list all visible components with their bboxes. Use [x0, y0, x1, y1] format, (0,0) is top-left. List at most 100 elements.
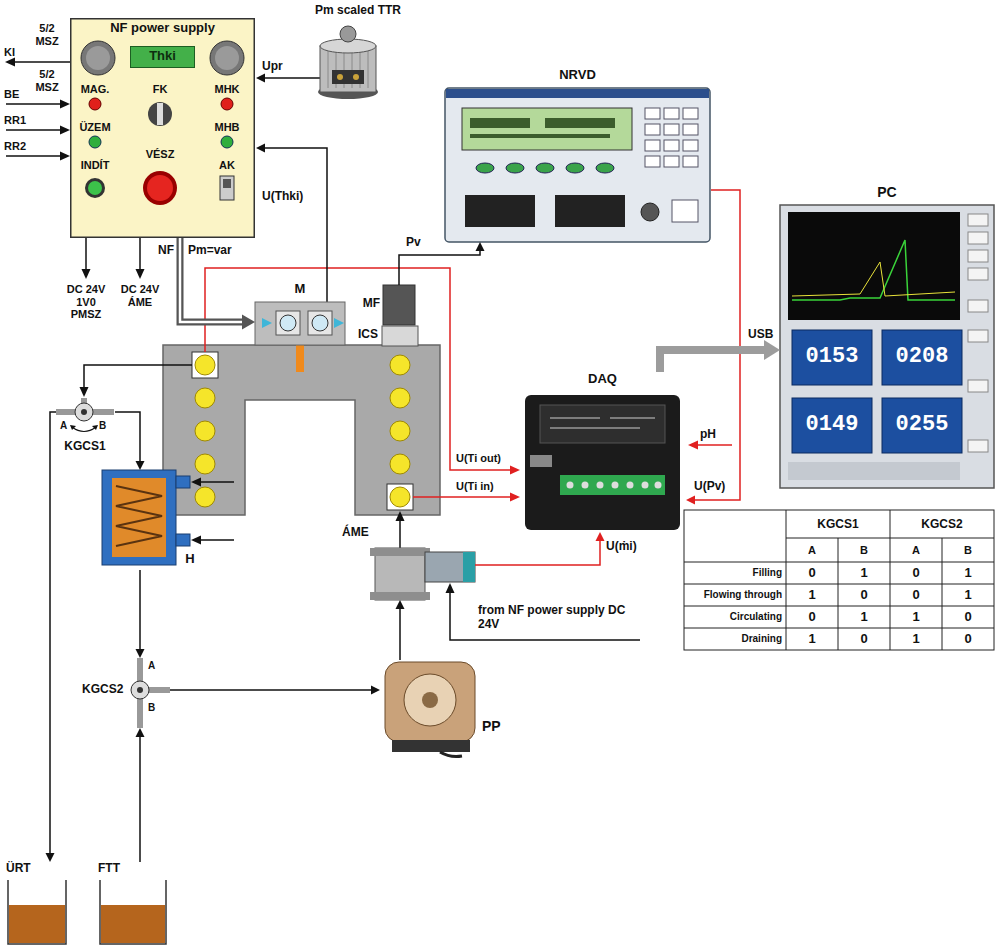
table-cell: 1 [786, 584, 838, 606]
display-value: 0149 [792, 412, 872, 437]
node-label: KGCS2 [82, 683, 128, 697]
tank: FTT [96, 862, 170, 946]
table-header: B [838, 538, 890, 562]
connector-line [263, 77, 308, 79]
connector-line [399, 249, 480, 285]
table-cell: 0 [942, 628, 994, 650]
edge-label: U(ṁi) [606, 540, 656, 554]
supply-label: DC 24V 1V0 PMSZ [61, 283, 111, 321]
flow-meter: MF [352, 285, 418, 325]
pump-picture [385, 662, 475, 757]
table-cell: 1 [942, 562, 994, 584]
arrow-head [371, 686, 380, 695]
display-value: 0255 [882, 412, 962, 437]
table-cell: 1 [786, 628, 838, 650]
signal-name: KI [4, 46, 26, 59]
table-cell: 1 [890, 628, 942, 650]
display-box: Thki [130, 46, 195, 68]
arrow-head [136, 461, 145, 470]
arrow-head [136, 728, 145, 737]
connector [396, 600, 405, 660]
node-label: ICS [348, 328, 378, 342]
table-grid [684, 510, 994, 650]
node-label: NF power supply [70, 21, 255, 36]
arrow-head [256, 74, 265, 83]
connector [256, 144, 327, 283]
panel-label: AK [202, 159, 252, 172]
node-label: DAQ [520, 372, 685, 387]
panel-label: FK [135, 83, 185, 96]
connector [115, 412, 145, 470]
signal-name: RR1 [4, 114, 34, 127]
connector-line [399, 607, 401, 660]
connector-line [475, 539, 600, 565]
edge-label: Pm=var [188, 244, 248, 258]
mass-flow-picture [370, 548, 475, 600]
valve-label: 5/2 MSZ [28, 22, 66, 47]
sensor-box: ICS [348, 326, 420, 346]
panel-label: MHK [202, 83, 252, 96]
arrow-head [686, 496, 695, 505]
table-header: KGCS1 [786, 510, 890, 538]
heat-exchanger: H [102, 470, 200, 570]
motor-valve-picture [255, 302, 345, 345]
valve-label: 5/2 MSZ [28, 68, 66, 93]
panel-label: MAG. [70, 83, 120, 96]
panel-label: ÜZEM [70, 121, 120, 134]
port-letter: A [148, 660, 158, 672]
table-header: KGCS2 [890, 510, 994, 538]
table-cell: 1 [838, 606, 890, 628]
connector-line [139, 570, 141, 651]
arrow-head [46, 853, 55, 862]
table-cell: 1 [890, 606, 942, 628]
table-header: B [942, 538, 994, 562]
edge-label: U(Pv) [694, 480, 736, 494]
transformer-picture [318, 26, 378, 99]
table-row-label: Circulating [686, 606, 782, 628]
voltmeter: NRVD [445, 66, 711, 242]
node-label: M [285, 282, 315, 297]
signal-name: NF [148, 244, 174, 258]
connector-line [693, 190, 740, 500]
node-label: FTT [98, 862, 130, 876]
connector-line [660, 350, 767, 372]
tank: ÜRT [4, 862, 70, 946]
panel-label: INDÍT [70, 159, 120, 172]
node-label: Pm scaled TTR [308, 4, 408, 18]
three-way-valve: KGCS2 [82, 658, 170, 728]
table-row-label: Flowing through [686, 584, 782, 606]
edge-label: USB [748, 328, 778, 342]
node-label: PP [482, 718, 512, 734]
arrow-head [396, 600, 405, 609]
reactor-body [163, 345, 440, 515]
arrow-head [136, 649, 145, 658]
node-label: Thki [131, 49, 194, 64]
port-letter: A [60, 420, 70, 432]
arrow-head [476, 242, 485, 251]
node-label: ÜRT [6, 862, 42, 876]
node-label: PC [780, 184, 994, 200]
table-cell: 1 [942, 584, 994, 606]
signal-name: U(Ti in) [456, 480, 518, 493]
table-cell: 0 [890, 562, 942, 584]
transformer: Pm scaled TTR [308, 2, 409, 102]
connector [660, 340, 780, 372]
heat-exchanger-picture [102, 470, 190, 565]
arrow-head [596, 532, 605, 541]
connector [136, 570, 145, 658]
connector-line [170, 689, 373, 691]
table-header: A [786, 538, 838, 562]
signal-name: U(Ti out) [456, 452, 518, 465]
voltmeter-picture [445, 88, 710, 242]
panel-label: MHB [202, 121, 252, 134]
valve-picture [131, 658, 170, 728]
connector [256, 74, 308, 83]
node-label: H [182, 552, 198, 567]
supply-label: DC 24V ÁME [115, 283, 165, 308]
table-cell: 0 [786, 562, 838, 584]
sensor-picture [382, 326, 418, 346]
connector-line [263, 148, 327, 282]
daq-picture [525, 395, 680, 530]
table-header: A [890, 538, 942, 562]
